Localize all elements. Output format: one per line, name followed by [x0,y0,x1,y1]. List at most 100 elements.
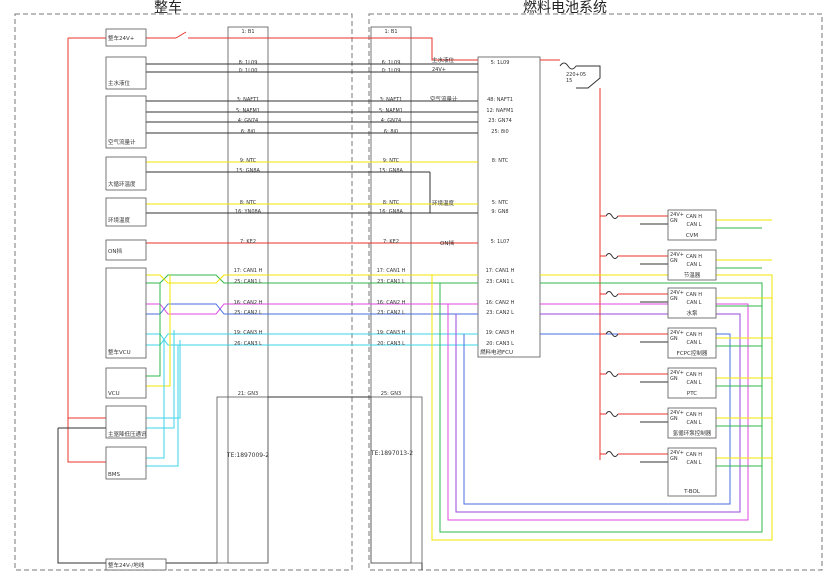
can-branch [146,340,181,419]
block-label-loop: 大循环温度 [108,180,136,188]
fuse-symbol [559,62,577,70]
device-can-h: CAN H [686,254,702,260]
device-label: 节温器 [684,271,701,279]
right-pin-label: 19: CAN3 H [377,330,406,336]
device-block [667,209,717,241]
left-connector [227,26,269,564]
block-vcu [105,367,147,399]
right-pin-label: 15: GN8A [379,168,403,174]
can2-h-wire [146,303,478,315]
can2-l-wire [146,303,478,315]
fcu-pin-label: 23: CAN1 L [486,279,514,285]
switch-contact [175,31,187,39]
fuel-cell-title: 燃料电池系统 [523,0,607,16]
left-pin-label: 8: NTC [240,200,257,206]
device-pin-label: GN [670,416,678,422]
fcu-pin-label: 23: CAN2 L [486,310,514,316]
can-branch [146,283,161,377]
device-block [667,447,717,497]
left-pin-label: 16: YN08A [235,209,262,215]
device-fuse [605,253,619,259]
fuse-sub: 15 [566,78,572,84]
right-connector [370,26,412,564]
device-label: CVM [686,233,699,239]
block-label-gnd: 整车24V-/地线 [108,561,145,569]
fcu-pin-label: 23: GN74 [488,118,512,124]
left-pin-label: 26: CAN3 L [234,341,262,347]
label-layer: 整车24V+主水液位空气流量计大循环温度环境温度ON挡整车VCUVCU主驱降低压… [108,29,712,569]
device-label: FCPC控制器 [677,349,708,357]
device-can-h: CAN H [686,412,702,418]
vehicle-frame [14,13,353,571]
device-label: PTC [687,391,697,397]
right-pin-label: 8: NTC [383,200,400,206]
can-branch [146,330,175,429]
can3-wire [146,333,478,346]
block-b24v [105,28,147,47]
device-pin-label: GN [670,296,678,302]
device-pin-label: GN [670,336,678,342]
right-pin-label: 23: CAN1 L [377,279,405,285]
device-pin-label: GN [670,218,678,224]
device-can-l: CAN L [686,460,701,466]
block-layer [105,28,717,571]
left-pin-label: 1: B1 [241,29,254,35]
left-pin-label: 5: NAFM1 [236,108,260,114]
device-pin-label: 24V+ [670,252,684,258]
fcu-pin-label: 5: NTC [492,200,509,206]
device-can-h: CAN H [686,292,702,298]
device-fuse [605,451,619,457]
left-pin-label: 16: CAN2 H [234,300,263,306]
right-pin-label: 20: CAN3 L [377,341,405,347]
left-pin-label: 4: GN74 [238,118,258,124]
right-pin-label: 6: 1L09 [382,60,401,66]
block-label-bms: BMS [108,472,121,478]
right-pin-label: 16: GN8A [379,209,403,215]
right-pin-label: 5: NAFM1 [379,108,403,114]
device-pin-label: 24V+ [670,330,684,336]
left-pin-label: 6: 8i0 [241,129,255,135]
block-bms [105,446,147,480]
device-can-h: CAN H [686,372,702,378]
block-label-env: 环境温度 [108,216,131,224]
block-gnd [105,558,167,571]
right-pin-label: 16: CAN2 H [377,300,406,306]
right-pin-label: 25: GN3 [381,391,401,397]
right-connector-base [370,396,423,564]
device-label: T-BOL [683,489,701,495]
device-fuse [605,411,619,417]
fcu-pin-label: 12: NAFM1 [486,108,513,114]
env-label: 环境温度 [432,199,455,207]
power-wire [188,37,478,61]
device-can-h: CAN H [686,332,702,338]
device-can-l: CAN L [686,262,701,268]
right-pin-label: 1: B1 [384,29,397,35]
device-block [667,407,717,439]
device-fuse [605,371,619,377]
block-label-on: ON挡 [108,247,122,255]
device-block [667,287,717,319]
fcu-pin-label: 16: CAN2 H [486,300,515,306]
can-branch [146,275,171,387]
device-can-l: CAN L [686,420,701,426]
device-can-h: CAN H [686,452,702,458]
wire-layer [57,31,773,570]
device-pin-label: GN [670,258,678,264]
left-pin-label: 8: 1L09 [239,60,258,66]
device-label: 氢循环泵控制器 [673,429,712,437]
block-label-b24v: 整车24V+ [108,34,135,42]
fuse-label: 220+05 [566,72,586,78]
air-label: 空气流量计 [430,95,458,103]
device-can-l: CAN L [686,340,701,346]
device-fuse [605,331,619,337]
left-pin-label: 3: NAFT1 [237,97,260,103]
device-fuse [605,291,619,297]
fcu-pin-label: 19: CAN3 H [486,330,515,336]
left-pin-label: 19: CAN3 H [234,330,263,336]
device-can-l: CAN L [686,380,701,386]
fuel-cell-frame [368,13,823,571]
block-label-vcu: VCU [108,391,120,397]
device-block [667,327,717,359]
device-can-l: CAN L [686,300,701,306]
